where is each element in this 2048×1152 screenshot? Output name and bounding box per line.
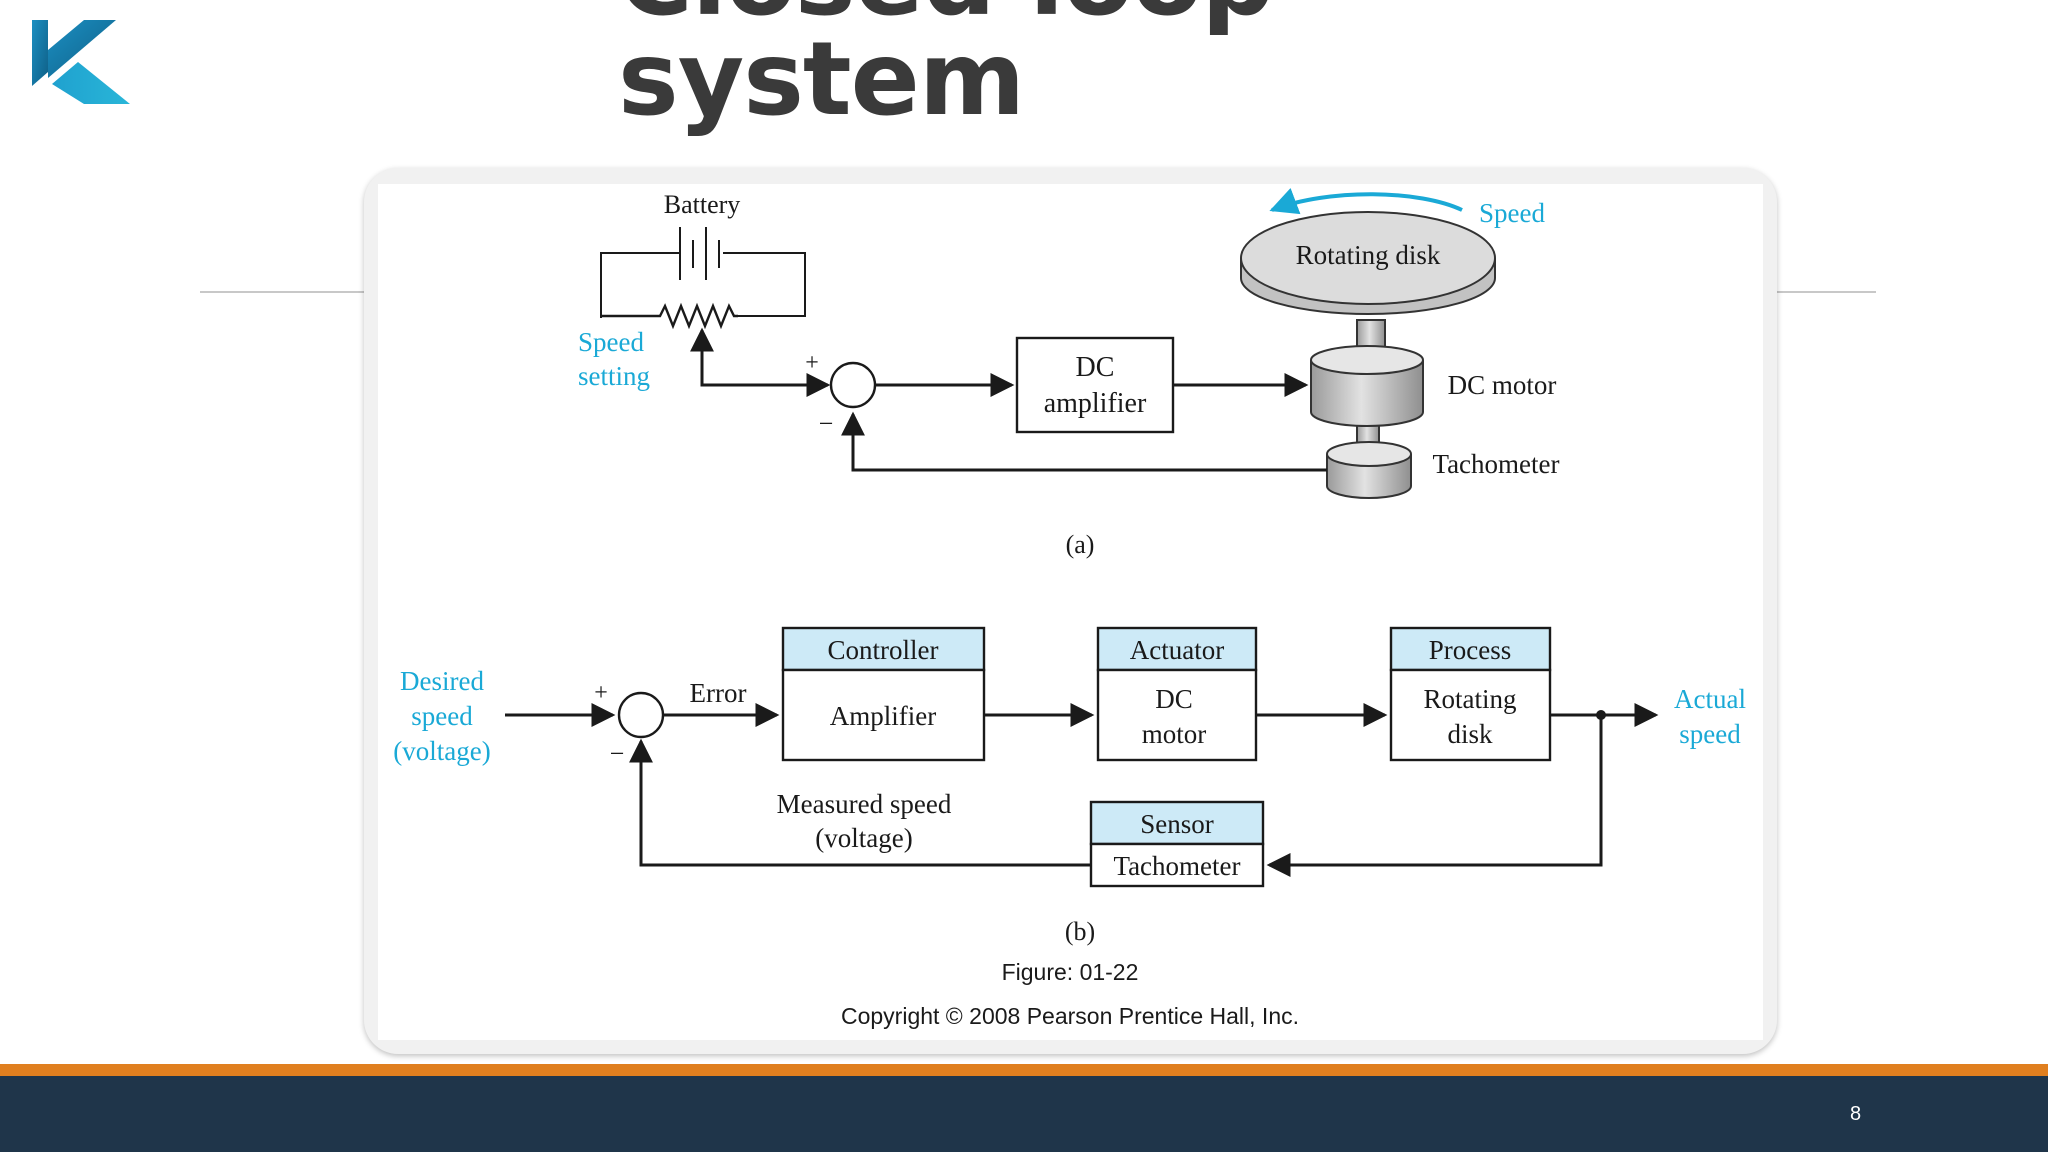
desired-label-1: Desired xyxy=(400,666,484,696)
figure-label: Figure: 01-22 xyxy=(1002,959,1139,985)
copyright-label: Copyright © 2008 Pearson Prentice Hall, … xyxy=(841,1003,1299,1029)
controller-header: Controller xyxy=(828,635,939,665)
sensor-block xyxy=(1089,800,1265,888)
error-label: Error xyxy=(690,678,747,708)
process-body-2: disk xyxy=(1447,719,1493,749)
actuator-block xyxy=(1096,626,1258,762)
summing-junction-a xyxy=(829,361,877,409)
control-diagram: Battery Speed setting + − DC amplifier xyxy=(393,187,1746,1029)
measured-label-2: (voltage) xyxy=(815,823,912,853)
actual-label-1: Actual xyxy=(1674,684,1746,714)
figure-panel xyxy=(378,184,1763,1040)
controller-block xyxy=(781,626,986,762)
actual-label-2: speed xyxy=(1679,719,1741,749)
speed-arrow xyxy=(1269,187,1463,215)
sensor-body: Tachometer xyxy=(1113,851,1240,881)
title-line-2: system xyxy=(618,20,1025,139)
dc-motor-label: DC motor xyxy=(1448,370,1557,400)
actuator-header: Actuator xyxy=(1130,635,1224,665)
process-body-1: Rotating xyxy=(1424,684,1517,714)
process-block xyxy=(1389,626,1552,762)
footer-bar xyxy=(0,1076,2048,1152)
slide-title: Closed loop system xyxy=(618,0,1274,131)
page-number: 8 xyxy=(1850,1103,1862,1125)
diagram-b: Desired speed (voltage) + − Error Contro… xyxy=(393,626,1746,946)
controller-body: Amplifier xyxy=(830,701,936,731)
divider-right xyxy=(1770,291,1876,293)
speed-setting-label-1: Speed xyxy=(578,327,644,357)
process-header: Process xyxy=(1429,635,1512,665)
title-line-1: Closed loop xyxy=(618,0,1274,39)
measured-label-1: Measured speed xyxy=(777,789,952,819)
plus-sign-a: + xyxy=(805,350,819,376)
caption-b: (b) xyxy=(1065,917,1095,946)
speed-label: Speed xyxy=(1479,198,1545,228)
caption-a: (a) xyxy=(1066,530,1095,559)
minus-sign-b: − xyxy=(610,739,625,768)
dc-amplifier-label-1: DC xyxy=(1076,352,1115,383)
speed-setting-label-2: setting xyxy=(578,361,650,391)
battery-label: Battery xyxy=(664,190,741,219)
plus-sign-b: + xyxy=(594,680,608,706)
motor-assembly xyxy=(1240,211,1496,499)
desired-label-3: (voltage) xyxy=(393,736,490,766)
sensor-header: Sensor xyxy=(1140,809,1214,839)
dc-amplifier-block xyxy=(1015,336,1175,434)
actuator-body-2: motor xyxy=(1142,719,1207,749)
actuator-body-1: DC xyxy=(1155,684,1193,714)
summing-junction-b xyxy=(617,691,665,739)
desired-label-2: speed xyxy=(411,701,473,731)
logo-icon xyxy=(32,20,130,104)
tachometer-label: Tachometer xyxy=(1432,449,1559,479)
footer-stripe xyxy=(0,1064,2048,1076)
rotating-disk-label: Rotating disk xyxy=(1296,240,1441,270)
minus-sign-a: − xyxy=(819,409,834,438)
battery-symbol xyxy=(600,227,806,330)
dc-amplifier-label-2: amplifier xyxy=(1044,388,1147,419)
divider-left xyxy=(200,291,370,293)
diagram-a: Battery Speed setting + − DC amplifier xyxy=(578,187,1560,559)
